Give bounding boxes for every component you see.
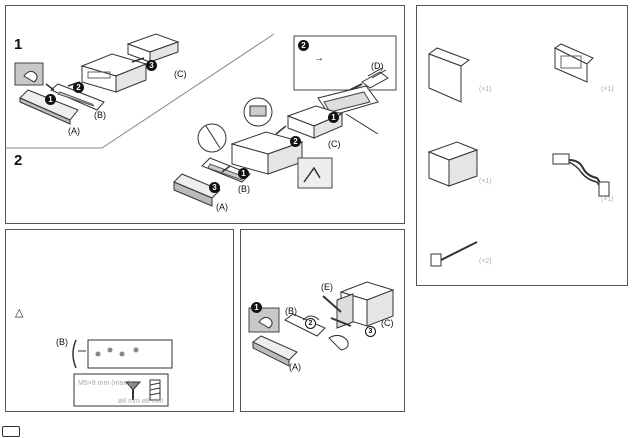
warning-icon: △ [15,307,24,319]
step-2-callout [293,35,397,93]
step-2-number: 2 [14,152,23,169]
installation-panel: 1 2 1 2 3 (A) (B) (C) 2 [5,5,405,224]
parts-illustrations [427,43,610,267]
removal-label-a: (A) [289,362,301,372]
screw-label-b: (B) [56,337,68,347]
part-b-qty: (×1) [601,86,614,93]
step-2-label-b: (B) [238,184,250,194]
step-2-badge-1a: 1 [328,112,339,123]
callout-badge-2: 2 [298,40,309,51]
screw-illustration [72,339,173,407]
step-2-badge-1b: 1 [238,168,249,179]
part-e-qty: (×2) [479,258,492,265]
label-d: (D) [371,61,384,71]
screw-size-text: M5×8 mm (max.) [78,380,132,387]
page-number-box [2,426,20,437]
screw-dims-text: ø8 mm ø8 mm [118,398,164,405]
part-d-qty: (×1) [601,196,614,203]
removal-badge-2: 2 [305,318,316,329]
step-2-label-a: (A) [216,202,228,212]
removal-panel: 1 2 3 (E) (B) (C) (A) [240,229,405,412]
label-a: (A) [68,126,80,136]
removal-label-b: (B) [285,306,297,316]
label-c: (C) [174,69,187,79]
step-2-badge-3: 3 [209,182,220,193]
section-divider [6,33,275,149]
step-2-illustration [173,85,379,207]
screw-info-panel: △ (B) M5×8 mm (max.) ø8 mm ø8 mm [5,229,234,412]
parts-list-panel: (×1) (×1) (×1) (×1) (×2) [416,5,628,286]
removal-badge-1: 1 [251,302,262,313]
callout-arrow: → [314,53,324,64]
step-2-label-c: (C) [328,139,341,149]
removal-label-e: (E) [321,282,333,292]
step-1-badge-3: 3 [146,60,157,71]
part-a-qty: (×1) [479,86,492,93]
step-1-badge-2: 2 [73,82,84,93]
label-b: (B) [94,110,106,120]
removal-illustration [248,281,395,367]
removal-label-c: (C) [381,318,394,328]
step-1-number: 1 [14,36,23,53]
removal-badge-3: 3 [365,326,376,337]
step-1-badge-1: 1 [45,94,56,105]
part-c-qty: (×1) [479,178,492,185]
step-2-badge-2: 2 [290,136,301,147]
step-1-illustration [14,33,180,125]
